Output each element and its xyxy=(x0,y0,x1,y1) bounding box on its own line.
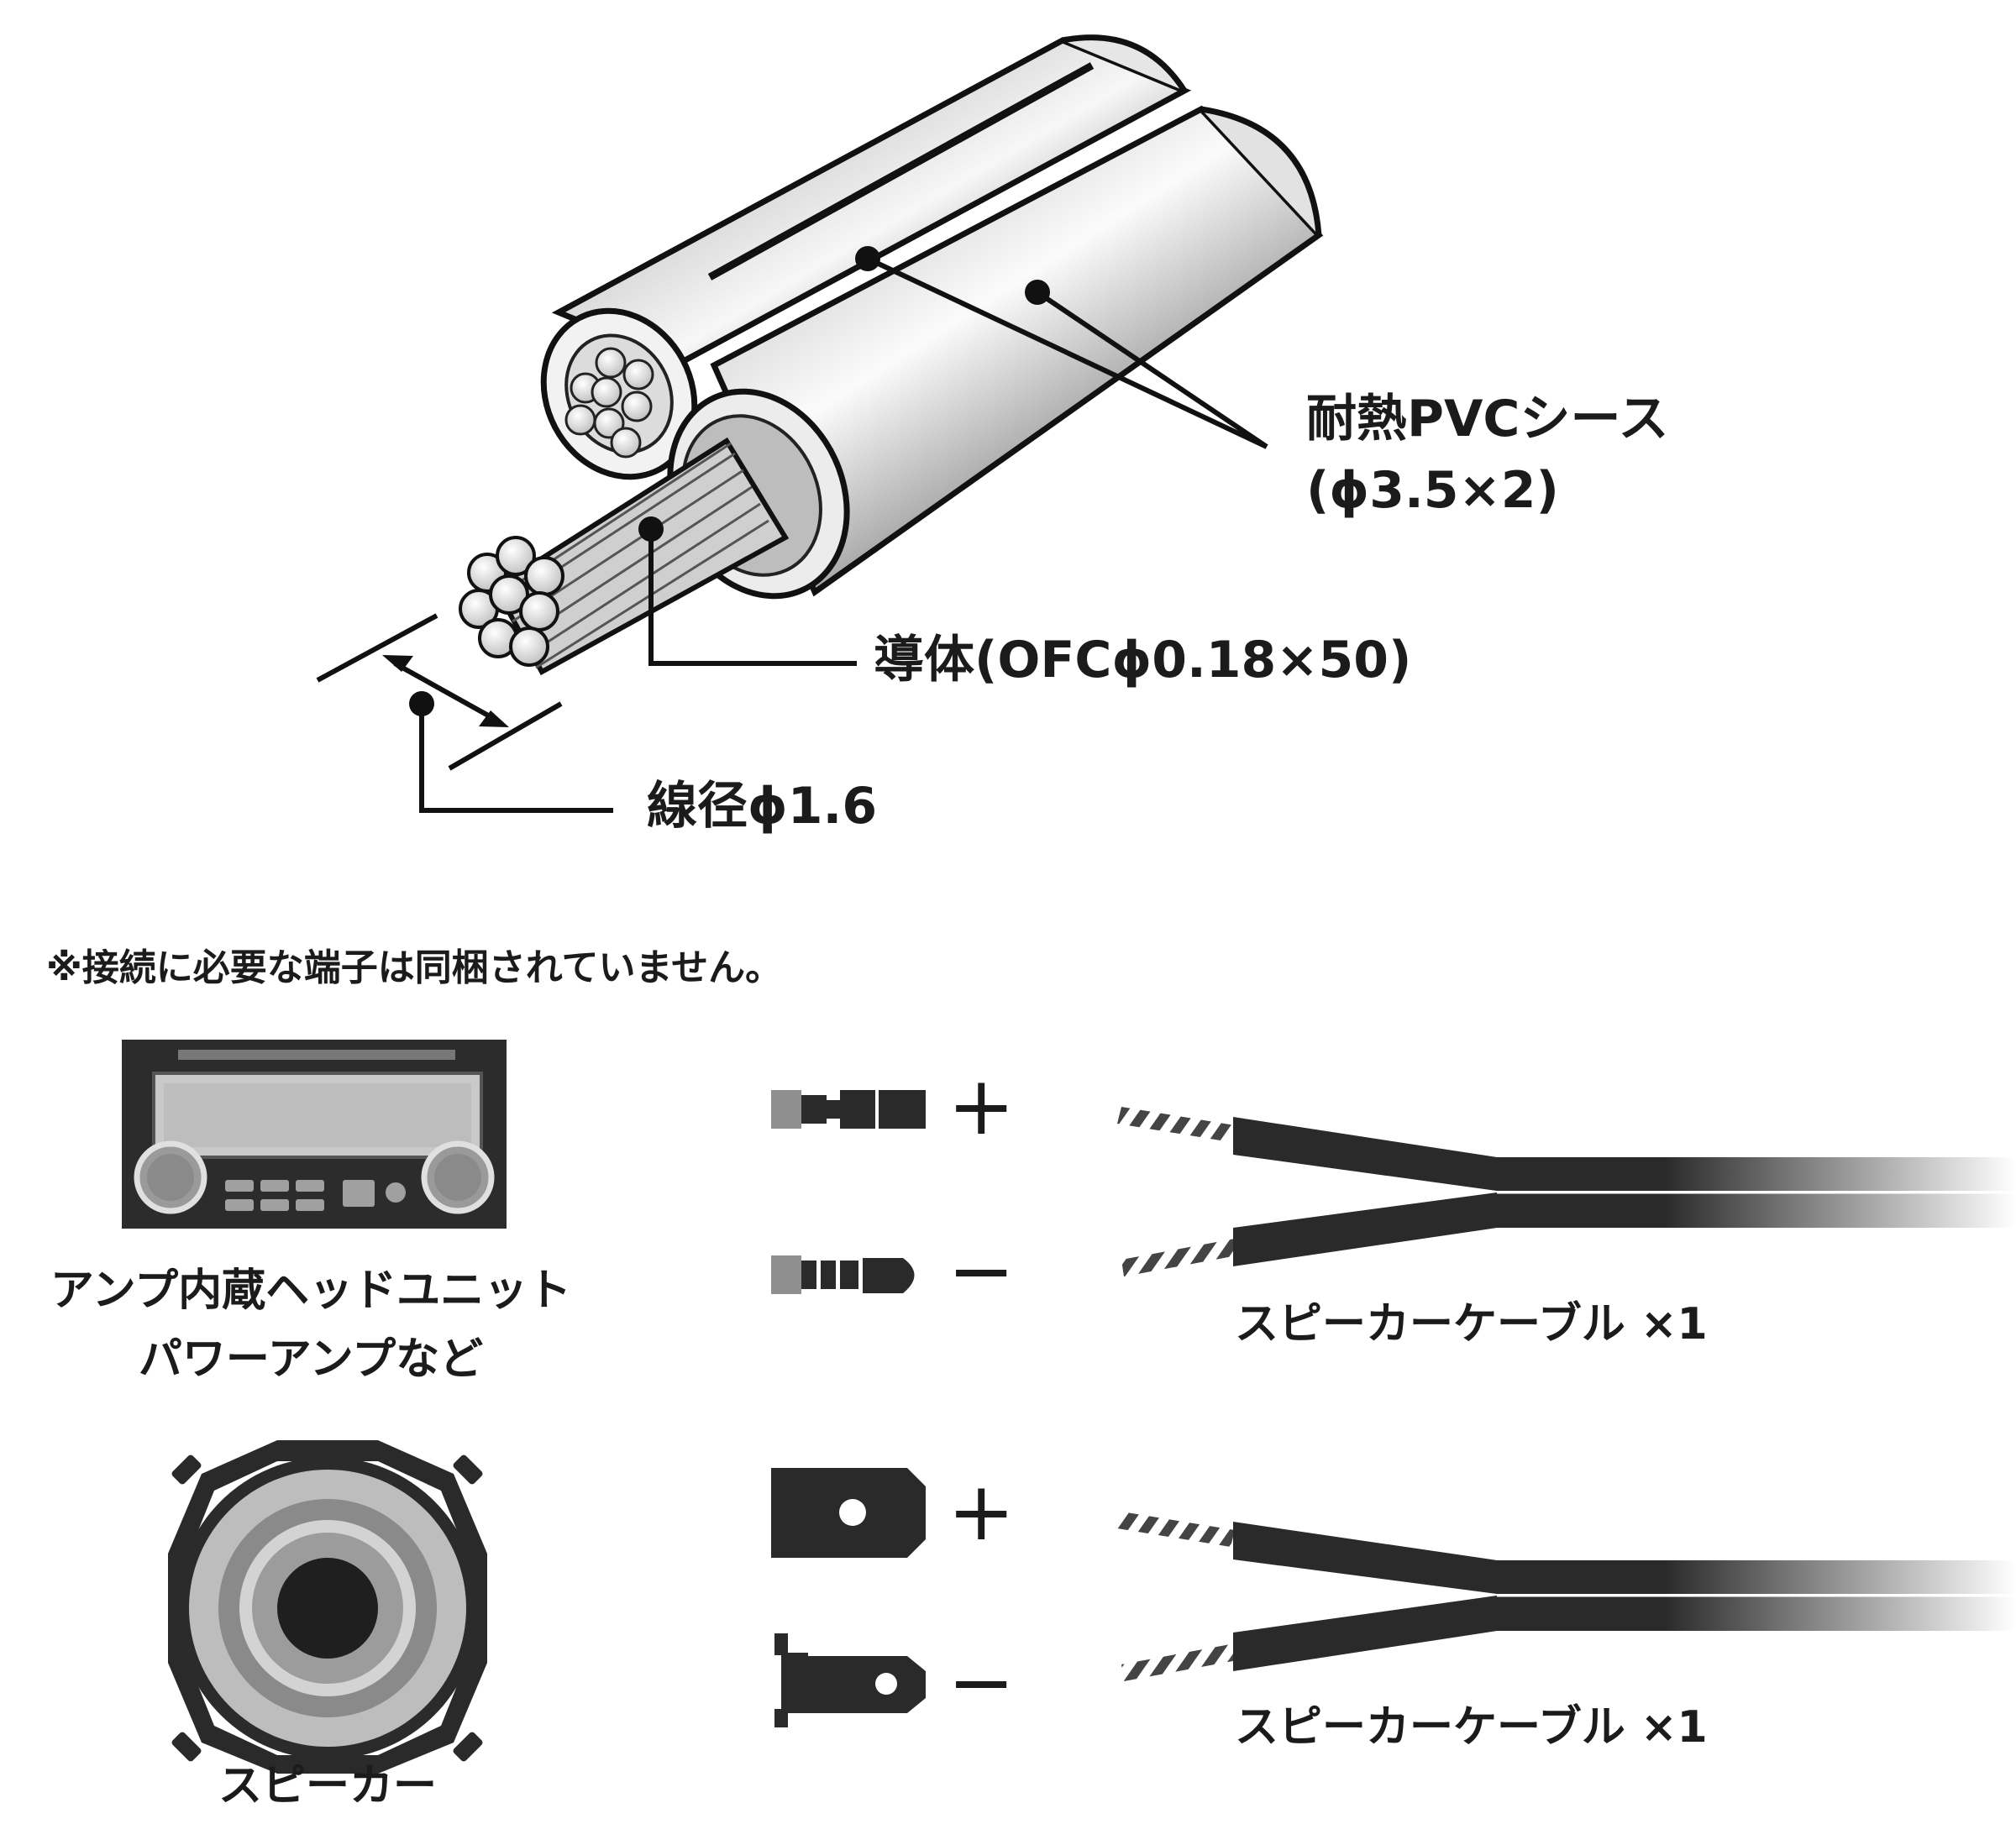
device-label-head-unit-line2: パワーアンプなど xyxy=(138,1334,484,1385)
diameter-label: 線径ϕ1.6 xyxy=(647,777,878,836)
row1-minus-sign: − xyxy=(948,1224,1016,1318)
row1-minus-terminal xyxy=(771,1255,915,1294)
back-strand-bundle xyxy=(564,347,654,459)
speaker-icon xyxy=(168,1440,487,1774)
device-label-speaker: スピーカー xyxy=(218,1761,437,1811)
conductor-label: 導体(OFCϕ0.18×50) xyxy=(874,631,1412,689)
row2-plus-sign: + xyxy=(948,1465,1016,1559)
row1-cable-label: スピーカーケーブル ×1 xyxy=(1235,1299,1708,1350)
diameter-dimension xyxy=(316,613,563,771)
row1-speaker-cable xyxy=(1117,1107,2016,1276)
sheath-back xyxy=(540,34,1192,480)
row2-minus-terminal xyxy=(774,1633,926,1727)
device-label-head-unit-line1: アンプ内蔵ヘッドユニット xyxy=(50,1266,572,1316)
terminal-note: ※接続に必要な端子は同梱されていません。 xyxy=(46,946,783,989)
row1-plus-sign: + xyxy=(948,1059,1016,1153)
cable-illustration xyxy=(316,34,1324,813)
leader-lines xyxy=(419,256,1268,813)
sheath-label-line2: (ϕ3.5×2) xyxy=(1306,461,1559,520)
conductor-strands xyxy=(459,437,790,676)
conductor-strand-ends xyxy=(459,536,564,667)
head-unit-icon xyxy=(122,1040,507,1229)
row1-plus-terminal xyxy=(771,1090,926,1129)
sheath-label-line1: 耐熱PVCシース xyxy=(1306,390,1669,448)
row2-plus-terminal xyxy=(771,1468,926,1558)
row2-speaker-cable xyxy=(1117,1512,2016,1681)
leader-dots xyxy=(409,246,1050,716)
row2-cable-label: スピーカーケーブル ×1 xyxy=(1235,1702,1708,1753)
row2-minus-sign: − xyxy=(948,1635,1016,1729)
